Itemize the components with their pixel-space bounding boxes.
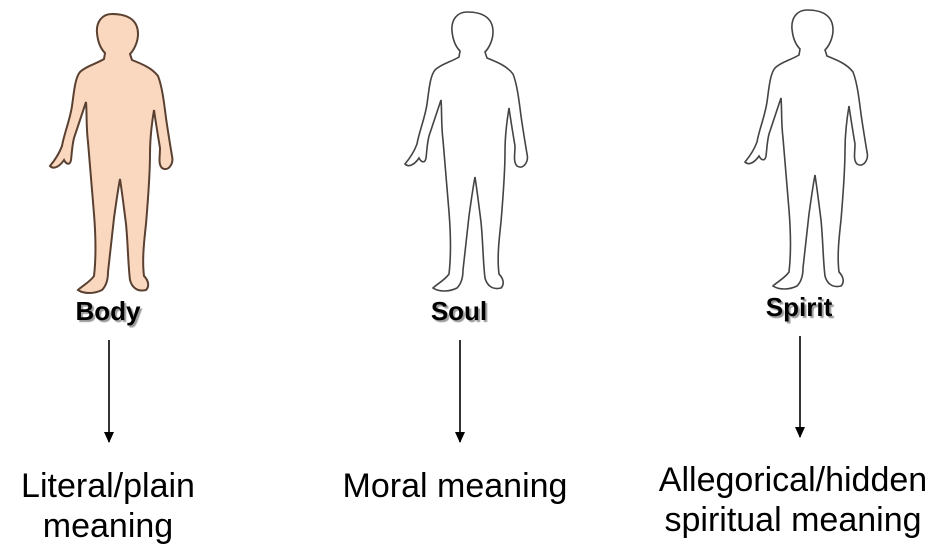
body-label: Body bbox=[76, 296, 141, 327]
down-arrow-icon bbox=[795, 336, 805, 438]
body-meaning-line-1: Literal/plain bbox=[21, 466, 195, 506]
spirit-meaning-line-1: Allegorical/hidden bbox=[659, 460, 927, 500]
spirit-meaning: Allegorical/hidden spiritual meaning bbox=[659, 460, 927, 540]
spirit-figure-icon bbox=[745, 10, 867, 289]
down-arrow-icon bbox=[104, 340, 114, 443]
spirit-label: Spirit bbox=[766, 292, 832, 323]
spirit-meaning-line-2: spiritual meaning bbox=[659, 500, 927, 540]
soul-meaning: Moral meaning bbox=[343, 466, 568, 506]
down-arrow-icon bbox=[455, 340, 465, 443]
body-figure-icon bbox=[50, 14, 172, 293]
soul-meaning-line-1: Moral meaning bbox=[343, 466, 568, 506]
body-meaning: Literal/plain meaning bbox=[21, 466, 195, 546]
body-meaning-line-2: meaning bbox=[21, 506, 195, 546]
soul-label: Soul bbox=[431, 296, 487, 327]
soul-figure-icon bbox=[405, 12, 527, 291]
